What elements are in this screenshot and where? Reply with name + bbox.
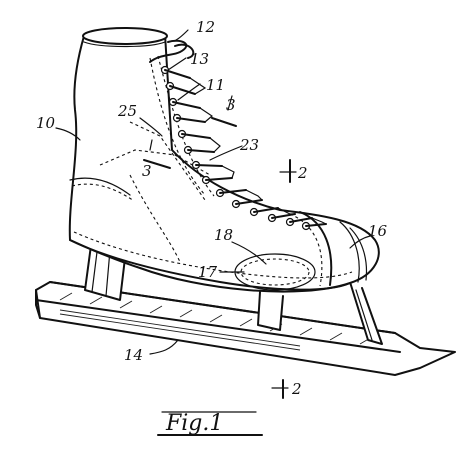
laces xyxy=(149,39,327,231)
ref-2-lower: 2 xyxy=(291,380,302,398)
ref-3-upper: 3 xyxy=(226,96,236,114)
skate-boot xyxy=(68,27,380,293)
ref-2-upper: 2 xyxy=(297,164,308,182)
ref-16: 16 xyxy=(368,222,388,240)
section-lines xyxy=(143,95,297,399)
ref-11: 11 xyxy=(206,76,225,94)
figure-caption: Fig.1 xyxy=(157,411,263,436)
ref-18: 18 xyxy=(214,226,233,244)
reference-numerals: 10 12 13 11 25 3 23 3 2 16 18 17 14 2 xyxy=(36,18,388,398)
skate-blade xyxy=(35,237,456,376)
ref-17: 17 xyxy=(198,263,218,281)
caption-text: Fig.1 xyxy=(165,411,223,436)
ref-13: 13 xyxy=(190,50,209,68)
ref-25: 25 xyxy=(117,102,137,120)
ref-14: 14 xyxy=(124,346,143,364)
ref-10: 10 xyxy=(36,114,56,132)
ref-12: 12 xyxy=(196,18,215,36)
leader-lines xyxy=(55,29,371,355)
ref-23: 23 xyxy=(239,136,259,154)
ref-3-lower: 3 xyxy=(142,162,152,180)
